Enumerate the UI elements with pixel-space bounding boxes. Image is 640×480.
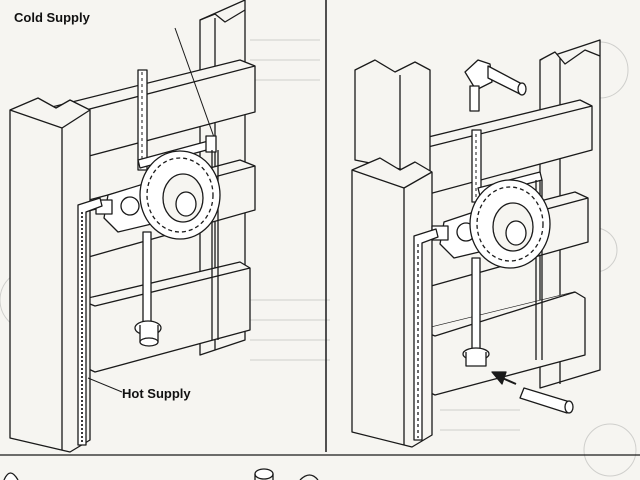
upper-elbow-fitting [464,59,527,112]
cold-supply-pointer [174,27,216,141]
outlet-pipe-left [134,231,162,347]
hot-supply-pointer [87,377,123,393]
left-panel [9,0,256,453]
front-stud-right-panel [351,157,433,448]
right-panel [351,39,601,448]
plaster-guard-left [139,150,221,240]
plaster-guard-right [469,179,551,269]
outlet-pipe-right [462,257,490,367]
hot-supply-pipe-right [413,228,439,441]
cold-supply-label: Cold Supply [14,10,90,25]
bottom-strip [3,468,319,480]
loose-pipe-piece [519,387,574,414]
hot-supply-pipe [77,197,103,446]
bottom-board [79,261,251,373]
arrow-icon [491,371,517,385]
hot-supply-label: Hot Supply [122,386,191,401]
cold-supply-pipe [137,69,148,171]
top-board-right [354,59,431,176]
front-stud-left-panel [9,97,91,453]
